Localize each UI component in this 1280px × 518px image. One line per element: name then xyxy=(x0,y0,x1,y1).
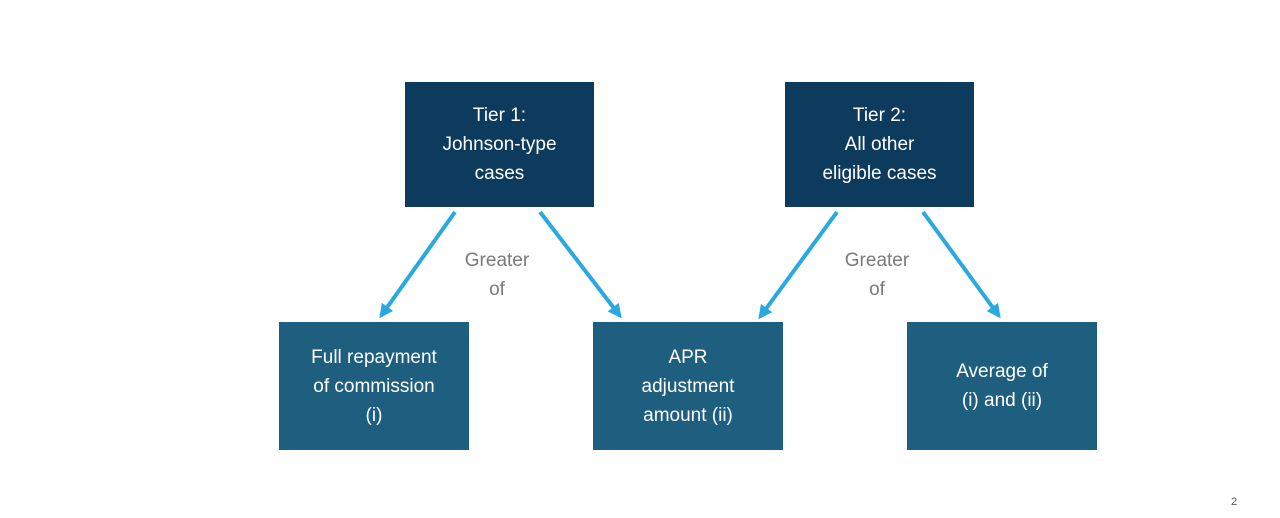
tier2-box-line1: Tier 2: xyxy=(852,105,907,126)
tier2-connector-label: Greater of xyxy=(807,246,947,304)
tier1-box-line1: Tier 1: xyxy=(472,105,527,126)
outcome-apr-adjustment-line2: adjustment xyxy=(641,375,735,397)
outcome-full-repayment-line1: Full repayment xyxy=(311,346,437,368)
outcome-apr-adjustment-box: APR adjustment amount (ii) xyxy=(593,322,783,450)
tier2-connector-label-line1: Greater xyxy=(844,250,910,271)
outcome-full-repayment-line2: of commission xyxy=(313,375,435,397)
tier1-connector-label-line2: of xyxy=(489,279,505,300)
tier1-box: Tier 1: Johnson-type cases xyxy=(405,82,594,207)
tier2-box-line2: All other xyxy=(844,134,915,155)
tier2-connector-label-line2: of xyxy=(869,279,885,300)
tier1-connector-label-line1: Greater xyxy=(464,250,530,271)
tier1-connector-label: Greater of xyxy=(427,246,567,304)
page-number: 2 xyxy=(1230,496,1238,508)
outcome-full-repayment-line3: (i) xyxy=(365,404,383,426)
outcome-average-box: Average of (i) and (ii) xyxy=(907,322,1097,450)
tier2-box-line3: eligible cases xyxy=(822,163,937,184)
tier2-box: Tier 2: All other eligible cases xyxy=(785,82,974,207)
outcome-apr-adjustment-line3: amount (ii) xyxy=(643,404,733,426)
outcome-average-line1: Average of xyxy=(956,361,1048,382)
outcome-apr-adjustment-line1: APR xyxy=(668,346,708,368)
outcome-full-repayment-box: Full repayment of commission (i) xyxy=(279,322,469,450)
tier1-box-line3: cases xyxy=(474,163,525,184)
outcome-average-line2: (i) and (ii) xyxy=(961,390,1043,411)
tier1-box-line2: Johnson-type xyxy=(442,134,557,155)
